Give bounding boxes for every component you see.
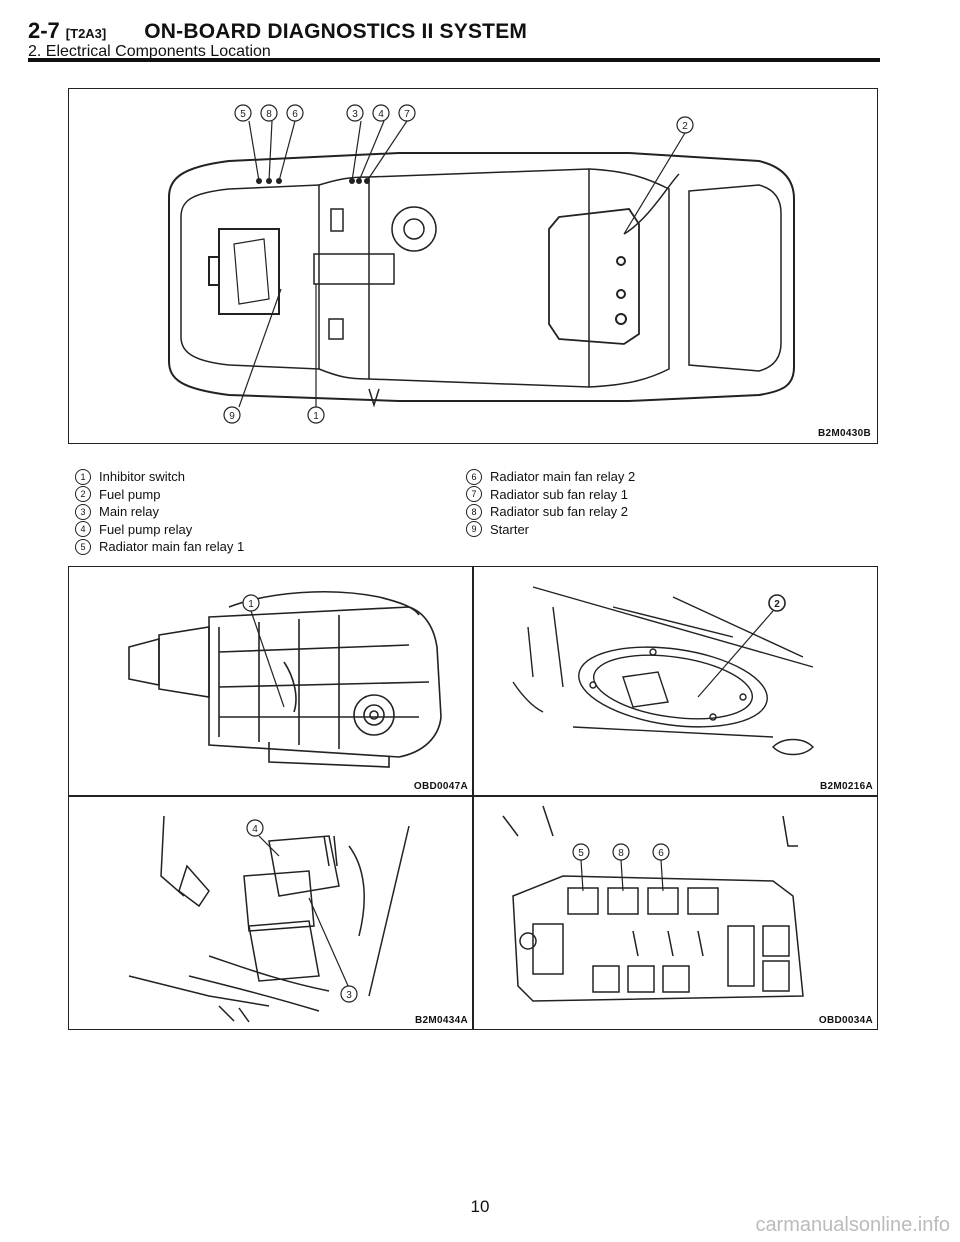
svg-text:4: 4 — [252, 824, 258, 835]
callout-3 — [346, 104, 364, 122]
callout-label: 1 — [313, 411, 319, 422]
callout-label: 5 — [240, 109, 246, 120]
legend-item: 8 Radiator sub fan relay 2 — [466, 503, 635, 521]
inhibitor-switch-figure: 1 OBD0047A — [69, 567, 472, 795]
relay-illustration: 4 3 — [128, 815, 410, 1023]
svg-text:2: 2 — [774, 599, 780, 610]
page-title: ON-BOARD DIAGNOSTICS II SYSTEM — [144, 20, 528, 43]
callout-7 — [398, 104, 416, 122]
relay-box-illustration: 5 8 6 — [502, 805, 804, 1002]
callout-5 — [234, 104, 252, 122]
legend-item: 6 Radiator main fan relay 2 — [466, 468, 635, 486]
callout-label: 8 — [266, 109, 272, 120]
callout-8 — [260, 104, 278, 122]
legend-label: Radiator sub fan relay 2 — [490, 504, 629, 519]
legend-number: 3 — [75, 503, 91, 520]
legend-item: 3 Main relay — [75, 503, 244, 521]
legend-item: 4 Fuel pump relay — [75, 521, 244, 539]
callout-label: 7 — [404, 109, 410, 120]
callout-label: 3 — [352, 109, 358, 120]
grid-divider-vertical — [472, 567, 474, 1029]
legend-item: 7 Radiator sub fan relay 1 — [466, 486, 635, 504]
header-divider — [28, 58, 880, 62]
figure-code: B2M0216A — [820, 781, 873, 792]
legend-label: Fuel pump relay — [99, 521, 193, 537]
legend-number: 6 — [466, 468, 482, 485]
watermark: carmanualsonline.info — [755, 1214, 950, 1236]
callout-label: 4 — [378, 109, 384, 120]
legend-item: 2 Fuel pump — [75, 486, 244, 504]
legend-number: 4 — [75, 521, 91, 538]
callout-label: 6 — [292, 109, 298, 120]
legend-left: 1 Inhibitor switch 2 Fuel pump 3 Main relay… — [75, 468, 244, 556]
callout-4 — [372, 104, 390, 122]
callout-label: 9 — [229, 411, 235, 422]
figure-code: OBD0047A — [413, 781, 468, 792]
car-location-figure: 5 8 6 3 4 7 2 9 1 B2M0430B — [68, 88, 878, 444]
legend-item: 1 Inhibitor switch — [75, 468, 244, 486]
legend-label: Starter — [490, 521, 530, 537]
figure-code: OBD0034A — [818, 1015, 873, 1026]
legend-label: Radiator sub fan relay 1 — [490, 486, 629, 502]
page-number: 10 — [470, 1197, 490, 1216]
svg-text:6: 6 — [658, 848, 664, 859]
svg-text:1: 1 — [248, 599, 254, 610]
legend-number: 1 — [75, 468, 91, 485]
svg-text:8: 8 — [618, 848, 624, 859]
figure-code: B2M0434A — [415, 1015, 468, 1026]
grid-divider-horizontal — [69, 795, 877, 797]
svg-text:5: 5 — [578, 848, 584, 859]
legend-label: Radiator main fan relay 1 — [99, 539, 245, 554]
svg-text:3: 3 — [346, 990, 352, 1001]
legend-number: 7 — [466, 486, 482, 503]
car-top-view-diagram: 5 8 6 3 4 7 2 9 1 — [168, 104, 795, 424]
callout-2 — [676, 116, 694, 134]
section-code: [T2A3] — [65, 26, 107, 41]
relay-figure: 4 3 B2M0434A — [69, 796, 472, 1029]
legend-item: 5 Radiator main fan relay 1 — [75, 538, 244, 556]
legend-label: Fuel pump — [99, 486, 161, 502]
transmission-illustration: 1 — [128, 591, 442, 768]
section-number: 2-7 — [28, 18, 60, 43]
callout-6 — [286, 104, 304, 122]
callout-1 — [307, 406, 325, 424]
legend-number: 8 — [466, 503, 482, 520]
fuel-pump-figure: 2 B2M0216A — [473, 567, 877, 795]
page-subtitle: 2. Electrical Components Location — [28, 43, 271, 60]
legend-item: 9 Starter — [466, 521, 635, 539]
legend-number: 2 — [75, 486, 91, 503]
legend-label: Inhibitor switch — [99, 469, 185, 484]
page-header: 2-7 [T2A3] ON-BOARD DIAGNOSTICS II SYSTE… — [28, 18, 880, 61]
callout-9 — [223, 406, 241, 424]
figure-code: B2M0430B — [818, 428, 871, 439]
header-line: 2-7 [T2A3] ON-BOARD DIAGNOSTICS II SYSTE… — [28, 18, 880, 44]
callout-label: 2 — [682, 121, 688, 132]
legend-label: Main relay — [99, 504, 159, 519]
detail-figures-grid: 1 OBD0047A 2 B2M0216A — [68, 566, 878, 1030]
legend-number: 9 — [466, 521, 482, 538]
fuel-pump-illustration: 2 — [512, 586, 814, 756]
relay-box-figure: 5 8 6 OBD0034A — [473, 796, 877, 1029]
legend-number: 5 — [75, 538, 91, 555]
legend-label: Radiator main fan relay 2 — [490, 469, 636, 484]
